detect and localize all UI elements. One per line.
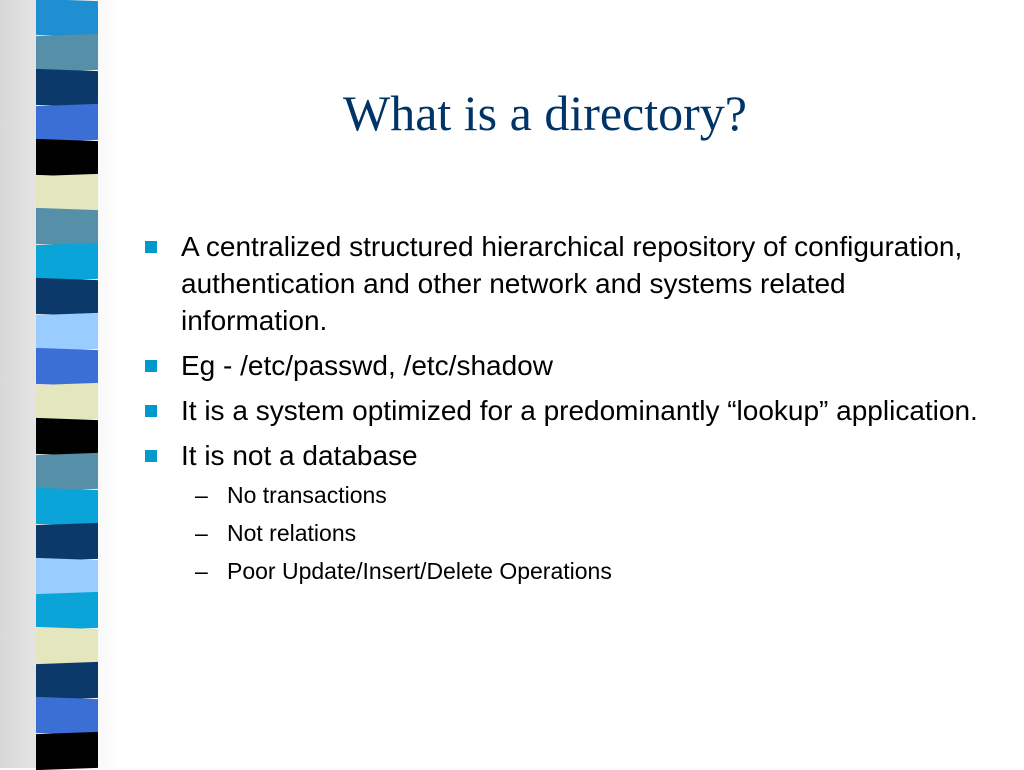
sub-bullet-text: No transactions bbox=[227, 482, 387, 508]
stripe-segment bbox=[36, 557, 98, 596]
stripe-segment bbox=[36, 347, 98, 387]
stripe-segment bbox=[36, 208, 98, 247]
stripe-segment bbox=[36, 103, 98, 142]
slide-title: What is a directory? bbox=[343, 85, 747, 141]
bullet-item: Eg - /etc/passwd, /etc/shadow bbox=[140, 347, 990, 384]
stripe-segment bbox=[36, 417, 98, 456]
stripe-segment bbox=[36, 697, 98, 736]
square-bullet-icon bbox=[145, 405, 157, 417]
stripe-segment bbox=[36, 243, 98, 282]
stripe-segment bbox=[36, 452, 98, 491]
bullet-item: It is a system optimized for a predomina… bbox=[140, 392, 990, 429]
bullet-text: Eg - /etc/passwd, /etc/shadow bbox=[181, 350, 553, 381]
decorative-stripe bbox=[36, 0, 98, 770]
stripe-segment bbox=[36, 278, 98, 317]
stripe-segment bbox=[36, 731, 98, 770]
sub-bullet-text: Not relations bbox=[227, 520, 357, 546]
sub-bullet-text: Poor Update/Insert/Delete Operations bbox=[227, 558, 612, 584]
slide-content: A centralized structured hierarchical re… bbox=[140, 228, 990, 590]
stripe-segment bbox=[36, 662, 98, 701]
bullet-text: It is not a database bbox=[181, 440, 418, 471]
stripe-segment bbox=[36, 592, 98, 631]
stripe-segment bbox=[36, 487, 98, 526]
stripe-segment bbox=[36, 138, 98, 177]
stripe-segment bbox=[36, 68, 98, 107]
sub-bullet-item: – No transactions bbox=[140, 476, 990, 514]
dash-marker: – bbox=[195, 558, 208, 584]
bullet-text: A centralized structured hierarchical re… bbox=[181, 231, 963, 336]
bullet-item: A centralized structured hierarchical re… bbox=[140, 228, 990, 339]
sub-bullet-item: – Not relations bbox=[140, 514, 990, 552]
square-bullet-icon bbox=[145, 241, 157, 253]
stripe-segment bbox=[36, 382, 98, 421]
sub-bullet-item: – Poor Update/Insert/Delete Operations bbox=[140, 552, 990, 590]
stripe-segment bbox=[36, 33, 98, 72]
stripe-segment bbox=[36, 313, 98, 352]
stripe-segment bbox=[36, 173, 98, 212]
bullet-item: It is not a database bbox=[140, 437, 990, 474]
dash-marker: – bbox=[195, 520, 208, 546]
stripe-segment bbox=[36, 0, 98, 37]
square-bullet-icon bbox=[145, 450, 157, 462]
stripe-segment bbox=[36, 522, 98, 561]
stripe-segment bbox=[36, 627, 98, 666]
dash-marker: – bbox=[195, 482, 208, 508]
square-bullet-icon bbox=[145, 360, 157, 372]
bullet-text: It is a system optimized for a predomina… bbox=[181, 395, 978, 426]
